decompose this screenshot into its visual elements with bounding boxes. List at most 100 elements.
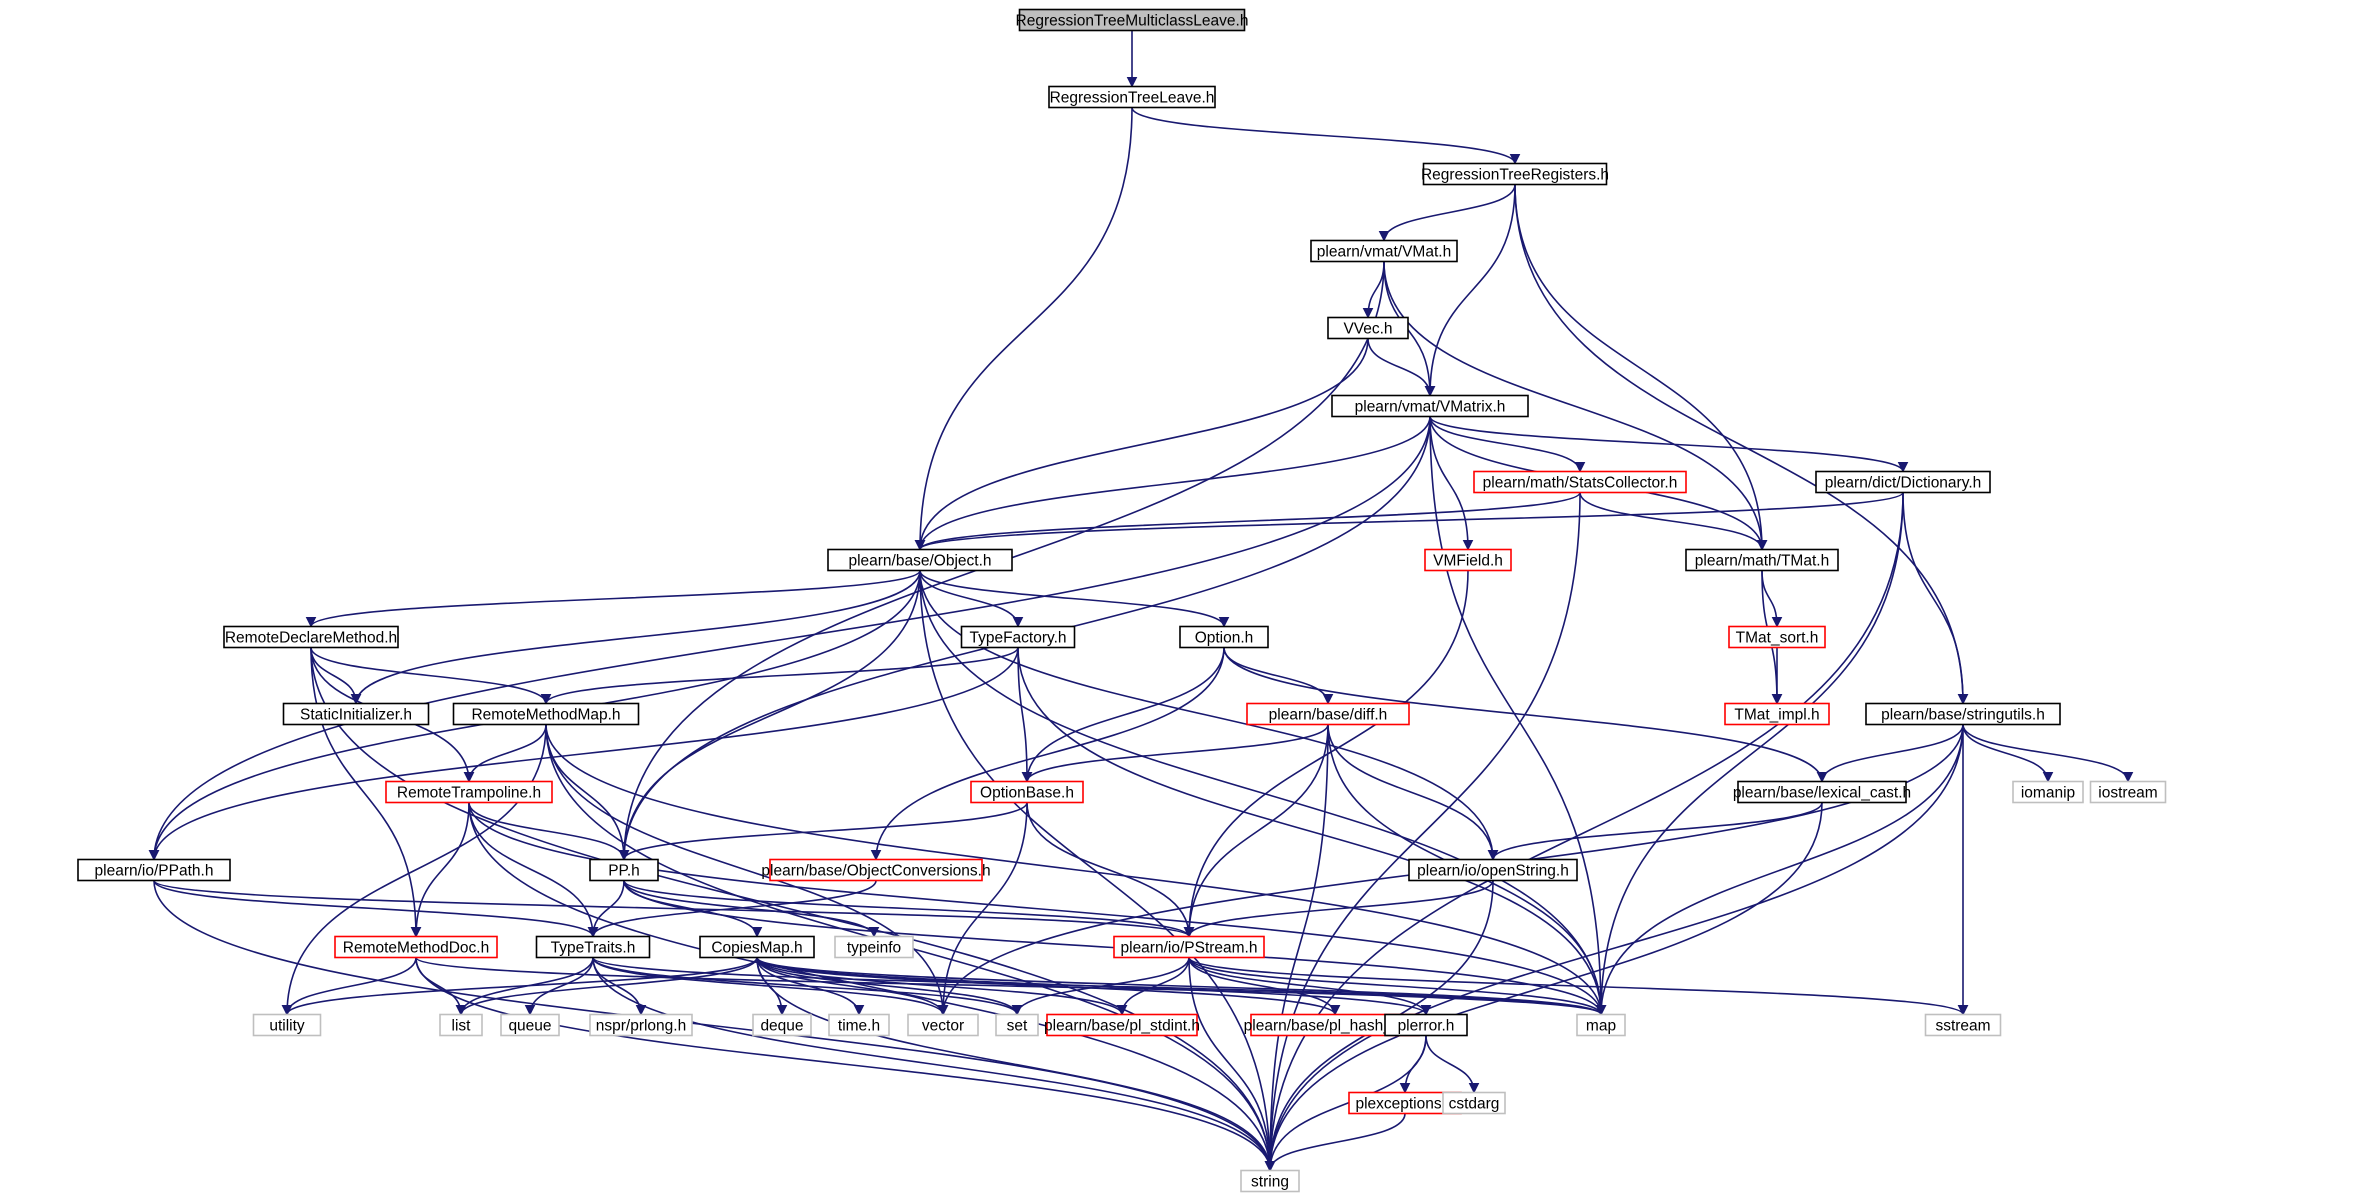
edge-oc-to-tt <box>587 880 877 938</box>
node-box <box>1018 8 1246 32</box>
node-label: plearn/io/openString.h <box>1417 863 1569 880</box>
node-label: iostream <box>2098 785 2157 802</box>
node-label: RemoteMethodDoc.h <box>343 940 489 957</box>
edge-vmatrix-to-vmfield <box>1429 416 1474 551</box>
node-pp[interactable]: PP.h <box>589 858 659 882</box>
node-label: list <box>452 1018 472 1035</box>
node-rdm[interactable]: RemoteDeclareMethod.h <box>223 625 399 649</box>
node-cstdarg: cstdarg <box>1442 1091 1506 1115</box>
node-box <box>970 780 1084 804</box>
node-os[interactable]: plearn/io/openString.h <box>1408 858 1578 882</box>
edge-tf-to-rmm <box>540 647 1019 705</box>
node-label: nspr/prlong.h <box>596 1018 686 1035</box>
node-box <box>1685 548 1839 572</box>
edge-dict-to-string <box>1264 492 1904 1172</box>
node-label: TMat_sort.h <box>1736 630 1819 647</box>
edge-rmm-to-rt <box>463 724 547 783</box>
node-box <box>1728 625 1826 649</box>
node-string: string <box>1240 1169 1300 1193</box>
node-box <box>1815 470 1991 494</box>
node-label: typeinfo <box>847 940 901 957</box>
node-vmfield[interactable]: VMField.h <box>1424 548 1512 572</box>
node-dict[interactable]: plearn/dict/Dictionary.h <box>1815 470 1991 494</box>
node-si[interactable]: StaticInitializer.h <box>282 702 430 726</box>
node-box <box>995 1013 1039 1037</box>
edge-diff-to-os <box>1327 724 1499 861</box>
node-hashfun[interactable]: plearn/base/pl_hash_fun.h <box>1244 1013 1427 1037</box>
edge-os-to-ps <box>1183 880 1494 938</box>
node-label: plearn/math/StatsCollector.h <box>1483 475 1678 492</box>
node-oc[interactable]: plearn/base/ObjectConversions.h <box>761 858 991 882</box>
edge-stats-to-tmat <box>1579 492 1768 551</box>
node-stdint[interactable]: plearn/base/pl_stdint.h <box>1044 1013 1200 1037</box>
node-box <box>1724 702 1830 726</box>
node-plexc[interactable]: plexceptions.h <box>1348 1091 1462 1115</box>
edge-ps-to-sstream <box>1188 956 1969 1016</box>
node-label: plearn/base/Object.h <box>848 553 991 570</box>
edge-rdm-to-string <box>310 647 1276 1172</box>
edge-option-to-ob <box>1021 647 1225 783</box>
node-label: CopiesMap.h <box>711 940 802 957</box>
node-option[interactable]: Option.h <box>1179 625 1269 649</box>
node-cm[interactable]: CopiesMap.h <box>699 935 815 959</box>
node-tf[interactable]: TypeFactory.h <box>960 625 1076 649</box>
node-rtml[interactable]: RegressionTreeMulticlassLeave.h <box>1016 8 1249 32</box>
node-ppath[interactable]: plearn/io/PPath.h <box>77 858 231 882</box>
edge-object-to-option <box>919 570 1230 628</box>
node-object[interactable]: plearn/base/Object.h <box>827 548 1013 572</box>
node-label: RegressionTreeLeave.h <box>1050 90 1215 107</box>
edge-cm-to-list <box>455 957 758 1016</box>
edge-lc-to-os <box>1487 802 1823 861</box>
node-rmd[interactable]: RemoteMethodDoc.h <box>334 935 498 959</box>
node-lc[interactable]: plearn/base/lexical_cast.h <box>1733 780 1911 804</box>
edge-tf-to-map <box>1017 647 1607 1016</box>
node-vmatrix[interactable]: plearn/vmat/VMatrix.h <box>1331 394 1529 418</box>
edge-ps-to-map <box>1188 957 1607 1016</box>
node-stats[interactable]: plearn/math/StatsCollector.h <box>1473 470 1687 494</box>
node-rtr[interactable]: RegressionTreeRegisters.h <box>1421 162 1609 186</box>
node-box <box>769 858 983 882</box>
node-box <box>1422 162 1608 186</box>
node-vvec[interactable]: VVec.h <box>1327 316 1409 340</box>
node-tt[interactable]: TypeTraits.h <box>535 935 651 959</box>
edge-ps-to-stdint <box>1116 957 1190 1016</box>
node-box <box>907 1013 979 1037</box>
node-box <box>828 1013 890 1037</box>
node-rmm[interactable]: RemoteMethodMap.h <box>452 702 640 726</box>
node-ob[interactable]: OptionBase.h <box>970 780 1084 804</box>
node-tmat[interactable]: plearn/math/TMat.h <box>1685 548 1839 572</box>
node-plerror[interactable]: plerror.h <box>1384 1013 1468 1037</box>
edge-dict-to-su <box>1902 492 1969 705</box>
node-box <box>1576 1013 1626 1037</box>
node-label: sstream <box>1935 1018 1990 1035</box>
node-label: TypeTraits.h <box>551 940 636 957</box>
edge-rtl-to-object <box>914 107 1133 551</box>
node-box <box>1737 780 1907 804</box>
node-label: iomanip <box>2021 785 2075 802</box>
node-label: plearn/io/PStream.h <box>1121 940 1258 957</box>
node-box <box>827 548 1013 572</box>
edge-rtl-to-rtr <box>1131 107 1521 165</box>
node-rt[interactable]: RemoteTrampoline.h <box>385 780 553 804</box>
node-box <box>1046 1013 1198 1037</box>
node-box <box>439 1013 483 1037</box>
edge-su-to-iomanip <box>1962 724 2054 783</box>
edge-cm-to-string <box>756 957 1276 1172</box>
node-tmatimpl[interactable]: TMat_impl.h <box>1724 702 1830 726</box>
node-diff[interactable]: plearn/base/diff.h <box>1246 702 1410 726</box>
node-box <box>77 858 231 882</box>
edge-cm-to-utility <box>281 957 758 1016</box>
edge-ps-to-set <box>1011 957 1190 1016</box>
edge-rt-to-rmd <box>410 802 470 938</box>
node-label: queue <box>508 1018 551 1035</box>
node-su[interactable]: plearn/base/stringutils.h <box>1865 702 2061 726</box>
node-label: TypeFactory.h <box>969 630 1066 647</box>
node-label: OptionBase.h <box>980 785 1074 802</box>
node-label: set <box>1007 1018 1028 1035</box>
node-box <box>1473 470 1687 494</box>
node-ps[interactable]: plearn/io/PStream.h <box>1113 935 1265 959</box>
node-vmat[interactable]: plearn/vmat/VMat.h <box>1310 239 1458 263</box>
node-rtl[interactable]: RegressionTreeLeave.h <box>1048 85 1216 109</box>
node-label: PP.h <box>608 863 640 880</box>
node-tmatsort[interactable]: TMat_sort.h <box>1728 625 1826 649</box>
